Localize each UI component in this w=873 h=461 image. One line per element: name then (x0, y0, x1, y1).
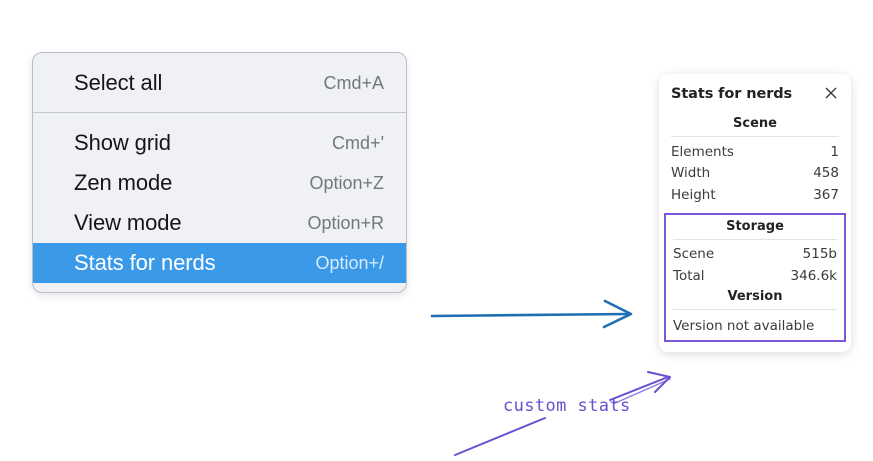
menu-item-shortcut: Option+Z (309, 172, 384, 193)
stat-value: 515b (802, 246, 837, 263)
section-divider (671, 136, 839, 137)
panel-header: Stats for nerds (671, 86, 839, 102)
menu-item-stats-for-nerds[interactable]: Stats for nerds Option+/ (33, 243, 406, 283)
stat-value: 1 (830, 143, 839, 160)
menu-item-label: Zen mode (74, 170, 173, 195)
menu-item-show-grid[interactable]: Show grid Cmd+' (33, 123, 406, 163)
stat-value: 367 (813, 187, 839, 204)
menu-item-select-all[interactable]: Select all Cmd+A (33, 63, 406, 103)
context-menu[interactable]: Select all Cmd+A Show grid Cmd+' Zen mod… (32, 52, 407, 293)
menu-item-label: Show grid (74, 130, 171, 155)
section-divider (673, 238, 837, 240)
stat-value: 346.6k (790, 268, 837, 284)
version-note: Version not available (673, 318, 815, 335)
section-scene: Scene Elements 1 Width 458 Height 367 (671, 114, 839, 207)
stat-row: Height 367 (671, 185, 839, 207)
stat-row: Width 458 (671, 163, 839, 185)
panel-title: Stats for nerds (671, 86, 793, 102)
close-icon[interactable] (823, 85, 839, 101)
menu-item-label: View mode (74, 210, 182, 235)
custom-stats-highlight: Storage Scene 515b Total 346.6k Version … (664, 212, 846, 343)
custom-stats-callout-label: custom stats (503, 396, 631, 416)
menu-item-shortcut: Option+R (307, 212, 384, 233)
menu-item-shortcut: Cmd+A (323, 72, 384, 93)
stat-key: Scene (673, 246, 715, 263)
stat-key: Total (673, 268, 705, 284)
stat-key: Elements (671, 143, 734, 160)
section-title: Storage (726, 218, 784, 234)
blue-arrow-annotation (430, 299, 633, 329)
stats-for-nerds-panel: Stats for nerds Scene Elements 1 Width 4… (659, 74, 851, 353)
stat-row: Elements 1 (671, 141, 839, 163)
section-title: Scene (733, 116, 777, 131)
menu-item-view-mode[interactable]: View mode Option+R (33, 203, 406, 243)
menu-item-shortcut: Option+/ (315, 252, 384, 273)
section-version: Version Version not available (673, 287, 837, 336)
menu-item-shortcut: Cmd+' (332, 132, 384, 153)
section-divider (673, 309, 837, 311)
stat-key: Height (671, 187, 716, 204)
stat-row: Scene 515b (673, 244, 837, 266)
menu-item-label: Select all (74, 70, 163, 95)
stat-row: Total 346.6k (673, 266, 837, 288)
stat-value: 458 (813, 165, 839, 182)
purple-underline-annotation (454, 417, 546, 456)
section-title: Version (727, 289, 783, 305)
menu-item-zen-mode[interactable]: Zen mode Option+Z (33, 163, 406, 203)
section-storage: Storage Scene 515b Total 346.6k (673, 217, 837, 288)
menu-group-2: Show grid Cmd+' Zen mode Option+Z View m… (33, 112, 406, 292)
stat-key: Width (671, 165, 711, 182)
menu-group-1: Select all Cmd+A (33, 53, 406, 112)
menu-item-label: Stats for nerds (74, 250, 216, 275)
